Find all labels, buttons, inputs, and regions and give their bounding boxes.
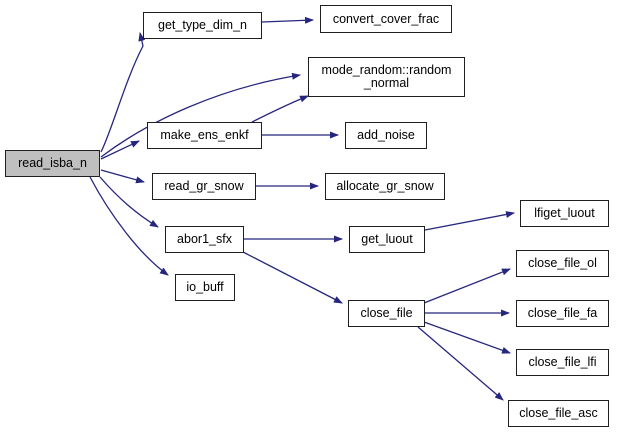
graph-edge-close_file-to-close_file_ol [423,268,511,304]
graph-node-label: close_file_asc [519,406,598,420]
graph-node-close_file_lfi[interactable]: close_file_lfi [516,349,609,376]
graph-edge-abor1_sfx-to-close_file [242,251,343,304]
graph-node-label: close_file_ol [528,256,597,270]
graph-node-label: make_ens_enkf [160,128,249,142]
graph-node-allocate_gr_snow[interactable]: allocate_gr_snow [325,173,445,200]
graph-node-get_luout[interactable]: get_luout [349,226,425,253]
graph-node-close_file_asc[interactable]: close_file_asc [508,400,609,427]
graph-edge-read_isba_n-to-get_type_dim_n [100,32,146,153]
graph-node-label: read_isba_n [18,156,87,170]
graph-node-label: close_file_fa [527,306,598,320]
graph-node-add_noise[interactable]: add_noise [345,122,427,149]
graph-node-mode_random[interactable]: mode_random::random _normal [308,57,465,97]
graph-node-label: convert_cover_frac [332,11,440,26]
graph-node-read_gr_snow[interactable]: read_gr_snow [152,173,256,200]
graph-edge-read_isba_n-to-make_ens_enkf [100,140,140,160]
graph-node-close_file_ol[interactable]: close_file_ol [516,250,609,277]
graph-edge-get_type_dim_n-to-convert_cover_frac [261,16,314,24]
graph-edge-read_isba_n-to-read_gr_snow [100,169,145,184]
graph-node-read_isba_n[interactable]: read_isba_n [5,150,100,177]
graph-edge-read_isba_n-to-abor1_sfx [99,176,159,228]
graph-node-label: io_buff [186,280,224,294]
graph-node-close_file[interactable]: close_file [348,300,425,327]
graph-node-make_ens_enkf[interactable]: make_ens_enkf [147,122,262,149]
graph-edge-get_luout-to-lfiget_luout [424,211,515,231]
graph-node-label: read_gr_snow [164,179,244,193]
graph-node-abor1_sfx[interactable]: abor1_sfx [165,226,244,253]
graph-edge-make_ens_enkf-to-mode_random [251,95,309,123]
graph-node-label: close_file [360,306,413,320]
graph-node-label: get_type_dim_n [158,18,247,32]
graph-node-io_buff[interactable]: io_buff [175,274,235,301]
graph-edge-close_file-to-close_file_asc [417,326,504,401]
graph-node-label: abor1_sfx [177,232,232,246]
graph-node-convert_cover_frac[interactable]: convert_cover_frac [320,5,452,33]
graph-node-lfiget_luout[interactable]: lfiget_luout [520,200,609,227]
graph-node-label: add_noise [357,128,415,142]
graph-edge-close_file-to-close_file_lfi [423,321,511,354]
graph-node-label: allocate_gr_snow [336,179,434,193]
graph-node-label: mode_random::random _normal [321,63,452,90]
graph-node-close_file_fa[interactable]: close_file_fa [516,300,609,327]
graph-node-label: lfiget_luout [534,206,595,220]
graph-node-label: close_file_lfi [528,355,597,369]
graph-node-label: get_luout [361,232,413,246]
graph-node-get_type_dim_n[interactable]: get_type_dim_n [143,12,262,39]
